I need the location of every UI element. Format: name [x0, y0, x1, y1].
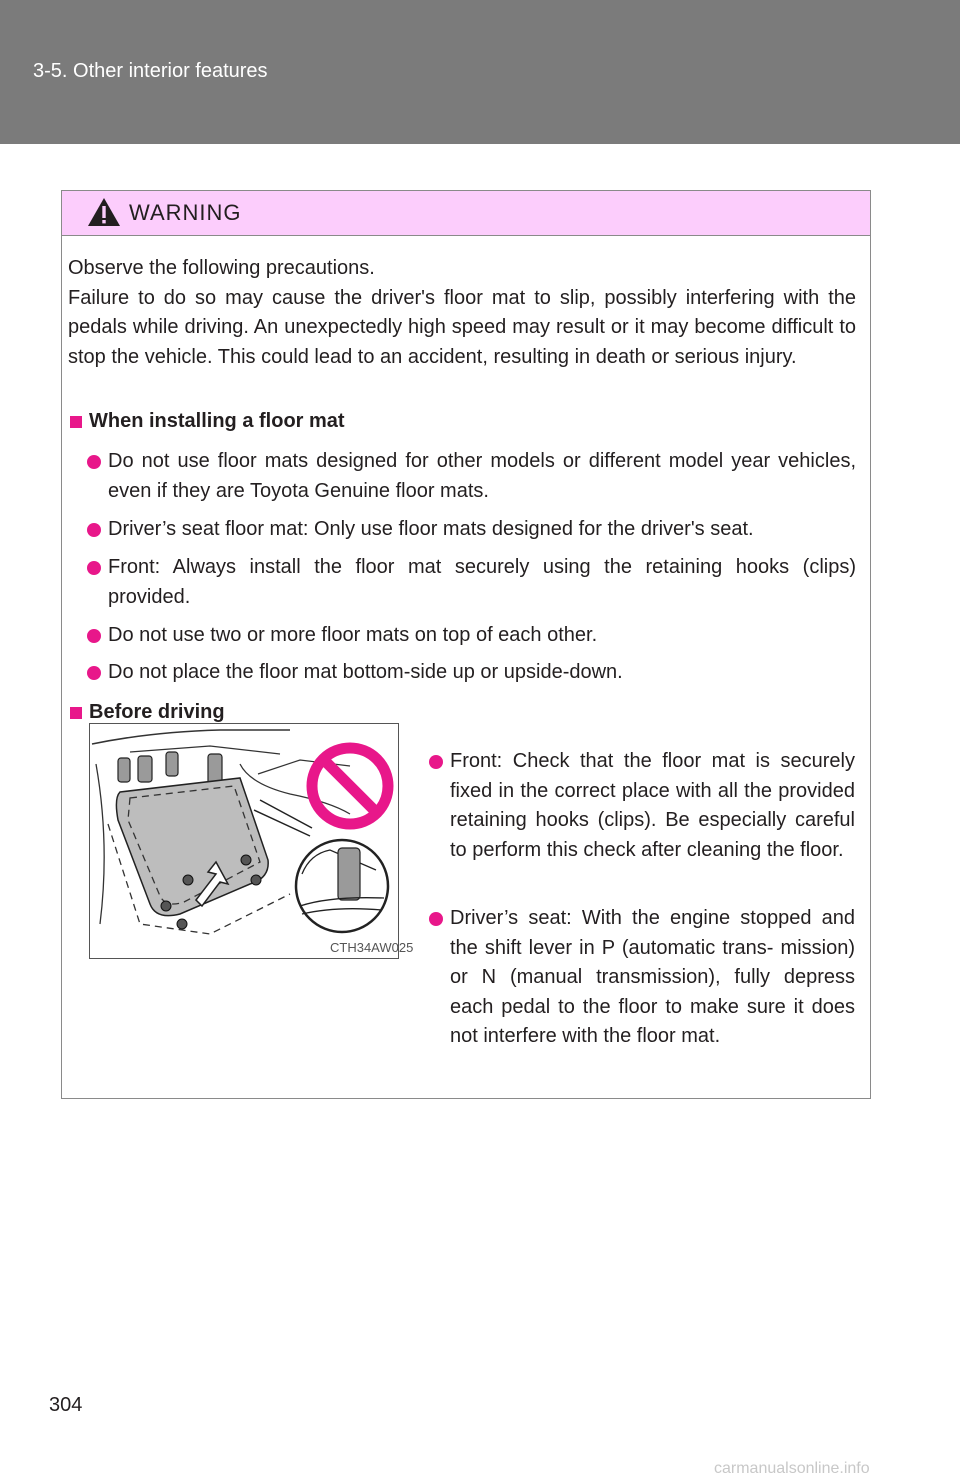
section-heading-installing: When installing a floor mat	[89, 410, 345, 432]
bullet-dot	[87, 523, 101, 537]
section-title: 3-5. Other interior features	[33, 60, 268, 82]
bullet-dot	[429, 755, 443, 769]
bullet-text: Do not use two or more floor mats on top…	[108, 624, 598, 646]
bullet-text: Front: Always install the floor mat secu…	[108, 556, 856, 608]
prohibition-icon	[306, 742, 394, 830]
section-marker	[70, 707, 82, 719]
floor-mat-pedal-diagram	[91, 729, 394, 935]
bullet-dot	[87, 561, 101, 575]
intro-line-2: Failure to do so may cause the driver's …	[68, 286, 856, 368]
bullet-dot	[87, 629, 101, 643]
bullet-text: Driver’s seat floor mat: Only use floor …	[108, 518, 754, 540]
bullet-dot	[87, 455, 101, 469]
page-number: 304	[49, 1394, 83, 1416]
bullet-text: Do not place the floor mat bottom-side u…	[108, 661, 623, 683]
section-heading-before-driving: Before driving	[89, 701, 225, 723]
bullet-text: Driver’s seat: With the engine stopped a…	[450, 907, 855, 1047]
warning-title: WARNING	[129, 200, 242, 225]
warning-intro: Observe the following precautions. Failu…	[68, 254, 856, 372]
warning-header: WARNING	[62, 191, 870, 236]
bullet-text: Do not use floor mats designed for other…	[108, 450, 856, 502]
watermark: carmanualsonline.info	[714, 1460, 870, 1477]
section-marker	[70, 416, 82, 428]
floor-mat-illustration: CTH34AW025	[89, 723, 413, 959]
warning-box: WARNING Observe the following precaution…	[61, 190, 871, 1099]
bullet-dot	[429, 912, 443, 926]
warning-triangle-icon	[88, 198, 120, 226]
bullet-text: Front: Check that the floor mat is secur…	[450, 750, 855, 861]
intro-line-1: Observe the following precautions.	[68, 257, 375, 279]
illustration-code: CTH34AW025	[330, 940, 414, 955]
bullet-dot	[87, 666, 101, 680]
page-header: 3-5. Other interior features	[0, 0, 960, 144]
